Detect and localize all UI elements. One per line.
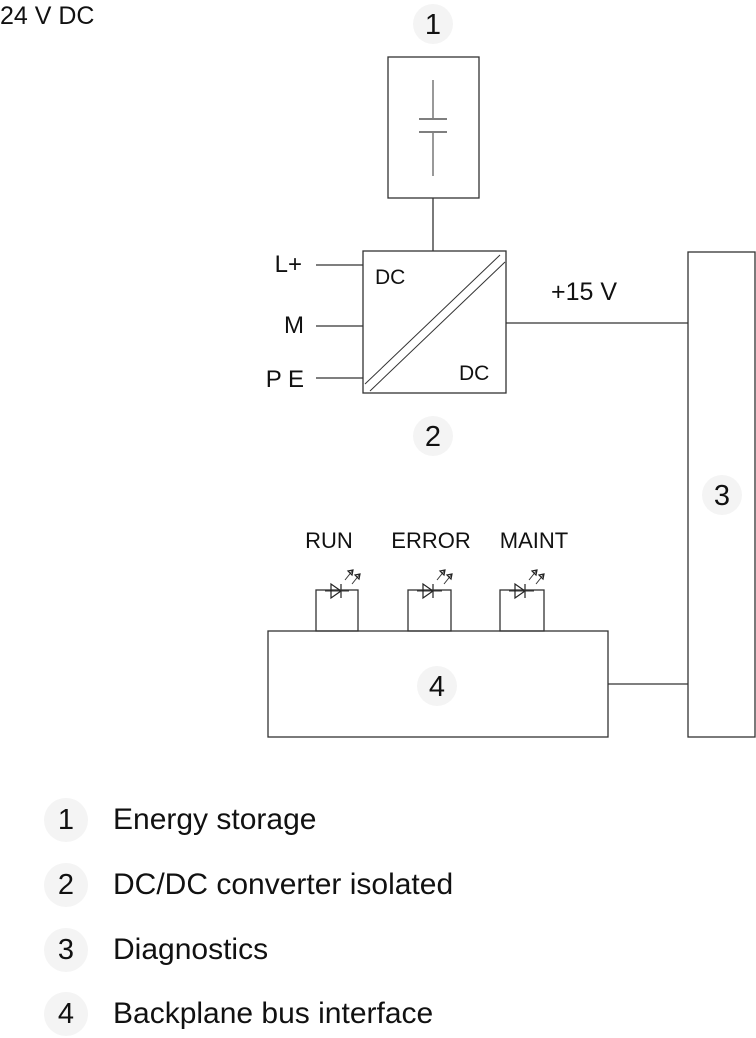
led-error: ERROR bbox=[391, 528, 471, 632]
terminal-pe: P E bbox=[266, 366, 363, 393]
legend-item: 2 DC/DC converter isolated bbox=[0, 849, 756, 909]
legend: 1 Energy storage 2 DC/DC converter isola… bbox=[0, 770, 756, 1036]
legend-number: 3 bbox=[44, 928, 88, 972]
terminal-label: L+ bbox=[275, 251, 302, 278]
legend-number: 2 bbox=[44, 863, 88, 907]
led-label: MAINT bbox=[500, 528, 568, 553]
legend-item: 1 Energy storage bbox=[0, 784, 756, 844]
legend-label: DC/DC converter isolated bbox=[113, 868, 454, 901]
led-label: RUN bbox=[305, 528, 353, 553]
legend-item: 4 Backplane bus interface bbox=[0, 978, 756, 1038]
terminal-label: M bbox=[284, 312, 304, 339]
legend-item: 3 Diagnostics bbox=[0, 914, 756, 974]
voltage-label: +15 V bbox=[551, 278, 617, 306]
diagnostics-block: 3 bbox=[687, 251, 756, 738]
supply-label: 24 V DC bbox=[0, 2, 94, 30]
svg-text:2: 2 bbox=[425, 421, 441, 453]
terminal-label: P E bbox=[266, 366, 304, 393]
legend-label: Energy storage bbox=[113, 803, 317, 836]
diagnostics-number: 3 bbox=[714, 480, 730, 512]
energy-storage-number: 1 bbox=[413, 4, 453, 44]
svg-text:1: 1 bbox=[425, 9, 441, 41]
led-label: ERROR bbox=[391, 528, 470, 553]
terminal-l-plus: L+ bbox=[275, 251, 363, 278]
terminal-m: M bbox=[284, 312, 363, 339]
led-run: RUN bbox=[305, 528, 361, 632]
dc-dc-converter-block: DC DC bbox=[362, 250, 507, 394]
legend-number: 1 bbox=[44, 798, 88, 842]
legend-label: Diagnostics bbox=[113, 933, 269, 966]
led-maint: MAINT bbox=[499, 528, 568, 632]
converter-output-label: DC bbox=[459, 362, 489, 385]
backplane-bus-block: 4 bbox=[267, 630, 609, 738]
legend-number: 4 bbox=[44, 992, 88, 1036]
converter-number: 2 bbox=[413, 416, 453, 456]
backplane-number: 4 bbox=[429, 671, 445, 703]
legend-label: Backplane bus interface bbox=[113, 997, 434, 1030]
converter-input-label: DC bbox=[375, 266, 405, 289]
energy-storage-block bbox=[387, 56, 480, 199]
